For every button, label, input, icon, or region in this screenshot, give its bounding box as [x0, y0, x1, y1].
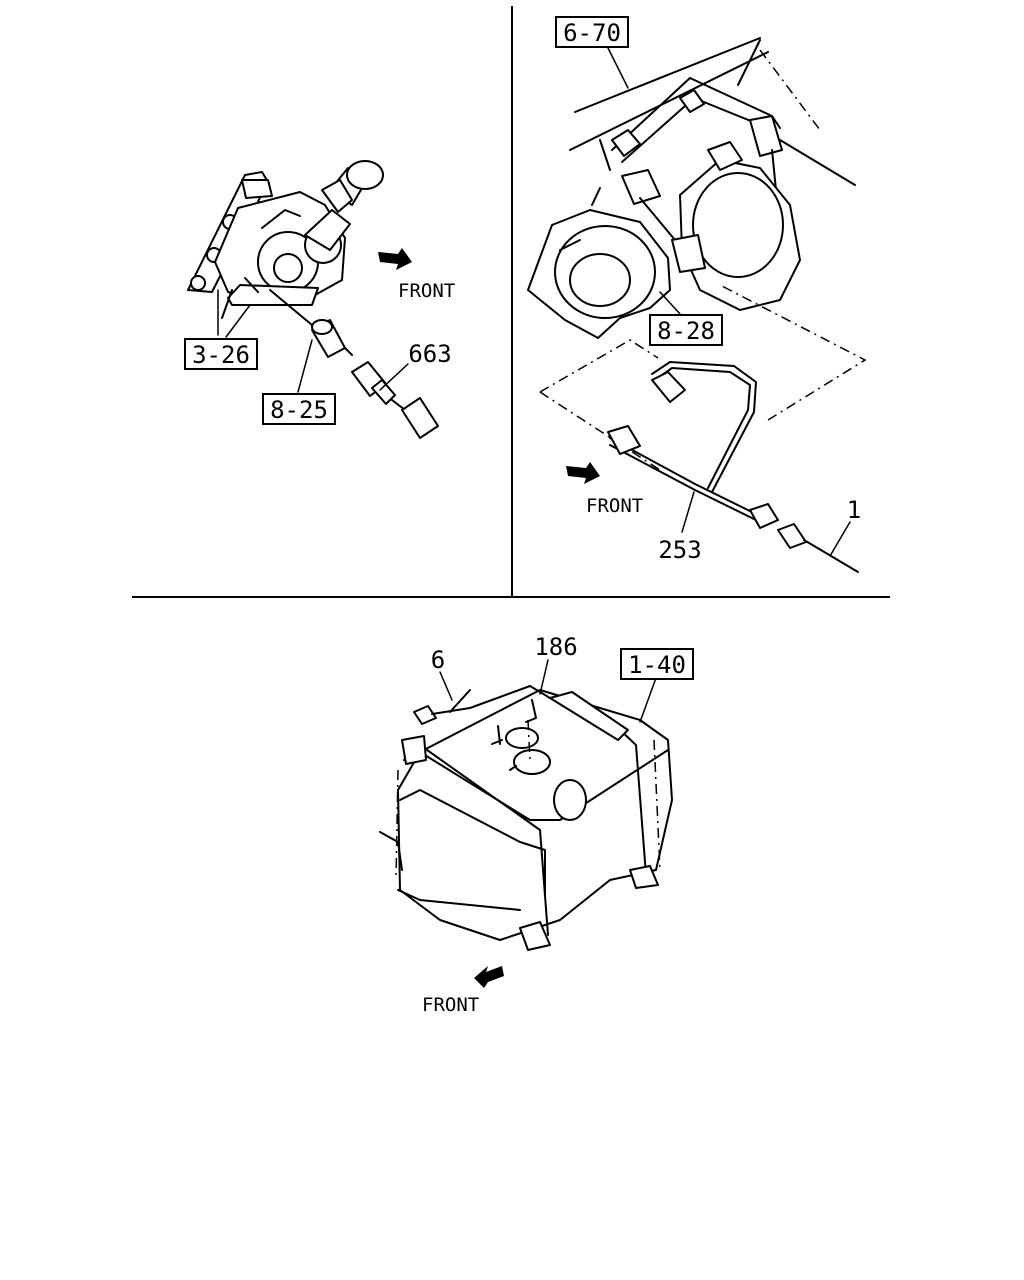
ref-label-6-70: 6-70 [563, 19, 621, 47]
dash-zone-right [719, 284, 867, 421]
fuel-tank [379, 689, 673, 951]
ref-box-8-25 [262, 393, 336, 425]
part-number-253: 253 [658, 536, 701, 564]
leader-663 [379, 363, 409, 391]
ref-label-1-40: 1-40 [628, 651, 686, 679]
horn-bracket [611, 77, 783, 241]
leader-1-40 [639, 677, 657, 723]
leader-6 [439, 671, 453, 701]
ref-label-3-26: 3-26 [192, 341, 250, 369]
harness-6 [413, 689, 471, 725]
ref-box-6-70 [555, 16, 629, 48]
leader-6-70 [607, 47, 629, 89]
front-arrow-icon [378, 248, 412, 270]
part-number-6: 6 [431, 646, 445, 674]
part-number-663: 663 [408, 340, 451, 368]
front-label-top-right: FRONT [586, 495, 643, 517]
horn-left [527, 209, 671, 339]
front-label-bottom: FRONT [422, 994, 479, 1016]
front-arrow-icon [566, 462, 600, 484]
front-arrow-icon [474, 966, 504, 988]
leader-253 [681, 491, 695, 533]
ref-label-8-28: 8-28 [657, 317, 715, 345]
part-number-1: 1 [847, 496, 861, 524]
part-number-186: 186 [534, 633, 577, 661]
frame-rail [569, 37, 856, 206]
leader-186 [539, 659, 549, 695]
leader-1 [829, 521, 851, 557]
ref-box-8-28 [649, 314, 723, 346]
wire-1 [777, 523, 859, 573]
front-label-top-left: FRONT [398, 280, 455, 302]
ref-box-3-26 [184, 338, 258, 370]
dash-zone-left [539, 339, 659, 393]
fuel-sender-186 [469, 685, 629, 761]
ref-box-1-40 [620, 648, 694, 680]
horn-right [671, 141, 801, 311]
injection-pump-assembly [187, 160, 384, 319]
pressure-switch [269, 289, 353, 358]
dash-zone-bottom [539, 391, 661, 471]
leader-3-26-b [225, 304, 251, 338]
harness-253 [607, 361, 779, 529]
leader-8-25 [297, 339, 313, 393]
ref-label-8-25: 8-25 [270, 396, 328, 424]
leader-8-28 [659, 291, 681, 315]
connector-663 [351, 361, 439, 439]
